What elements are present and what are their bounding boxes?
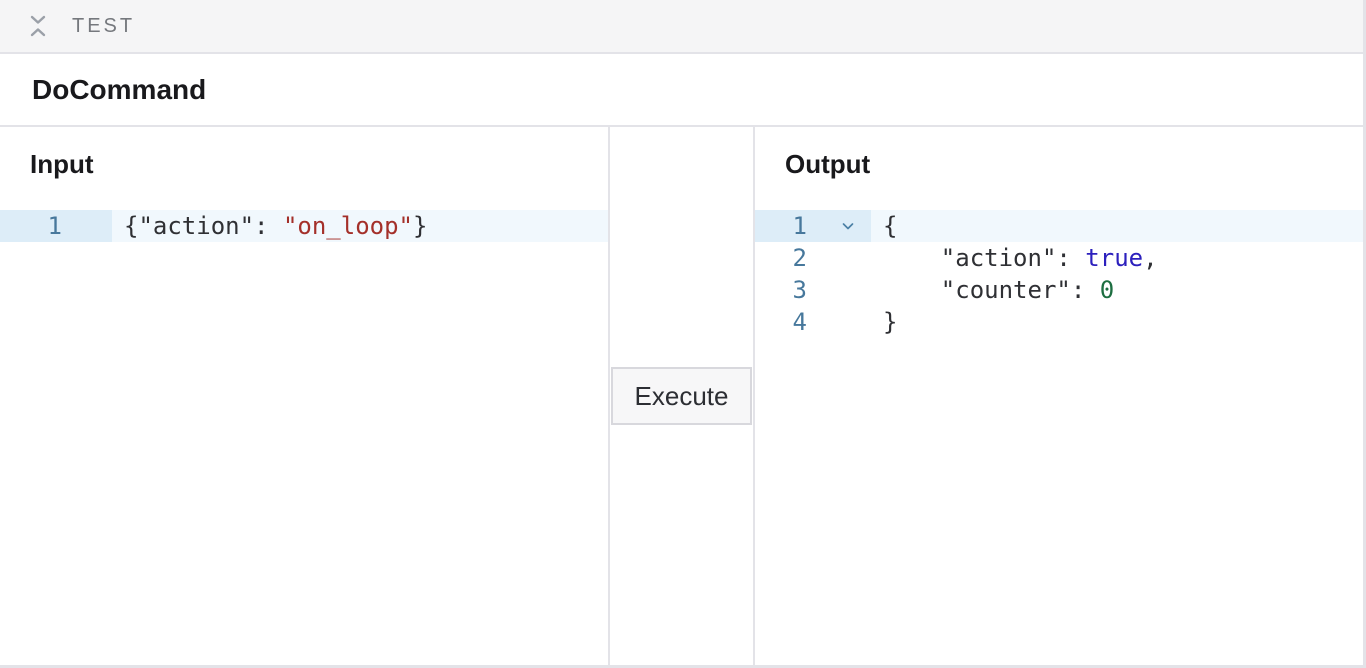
command-title: DoCommand (32, 73, 207, 105)
code-line[interactable]: {"action": "on_loop"} (112, 210, 608, 242)
code-token-plain: "counter": (883, 276, 1100, 304)
line-gutter: 3 (755, 274, 871, 306)
input-panel-title: Input (30, 149, 94, 179)
editor-line[interactable]: 1{ (755, 210, 1363, 242)
line-number: 2 (792, 244, 807, 272)
execute-column: Execute (610, 127, 755, 665)
line-gutter: 2 (755, 242, 871, 274)
code-token-plain: , (1143, 244, 1158, 272)
code-token-plain: { (883, 212, 898, 240)
editor-line[interactable]: 1 {"action": "on_loop"} (0, 210, 608, 242)
fold-gutter-spacer (807, 274, 871, 306)
input-panel: Input 1 {"action": "on_loop"} (0, 127, 610, 665)
collapse-vertical-icon[interactable] (26, 12, 50, 40)
output-panel-title: Output (785, 149, 871, 179)
header-bar: TEST (0, 0, 1363, 54)
editor-line[interactable]: 3 "counter": 0 (755, 274, 1363, 306)
fold-gutter-spacer (62, 210, 112, 242)
input-editor[interactable]: 1 {"action": "on_loop"} (0, 210, 608, 242)
editor-line[interactable]: 4} (755, 306, 1363, 338)
code-token-string: "on_loop" (282, 212, 413, 240)
code-token-plain: "action": (883, 244, 1086, 272)
line-number: 4 (792, 308, 807, 336)
line-number: 1 (792, 212, 807, 240)
line-number: 3 (792, 276, 807, 304)
line-number: 1 (47, 212, 62, 240)
code-token-plain: {"action": (124, 212, 283, 240)
code-token-number: 0 (1099, 276, 1115, 304)
fold-gutter-spacer (807, 306, 871, 338)
line-gutter: 4 (755, 306, 871, 338)
editor-line[interactable]: 2 "action": true, (755, 242, 1363, 274)
line-gutter: 1 (755, 210, 871, 242)
output-panel: Output 1{2 "action": true,3 "counter": 0… (755, 127, 1363, 665)
code-token-plain: } (883, 308, 898, 336)
code-token-atom: true (1085, 244, 1144, 272)
code-line[interactable]: "counter": 0 (871, 274, 1363, 306)
fold-chevron-down-icon[interactable] (807, 210, 871, 242)
execute-button[interactable]: Execute (611, 367, 752, 425)
line-gutter: 1 (0, 210, 112, 242)
header-title: TEST (72, 14, 136, 37)
main-area: Input 1{"action": "on_loop"} Execute Out… (0, 127, 1363, 665)
code-line[interactable]: } (871, 306, 1363, 338)
fold-gutter-spacer (807, 242, 871, 274)
code-token-plain: } (413, 212, 428, 240)
code-line[interactable]: "action": true, (871, 242, 1363, 274)
code-line[interactable]: { (871, 210, 1363, 242)
command-title-row: DoCommand (0, 54, 1363, 127)
